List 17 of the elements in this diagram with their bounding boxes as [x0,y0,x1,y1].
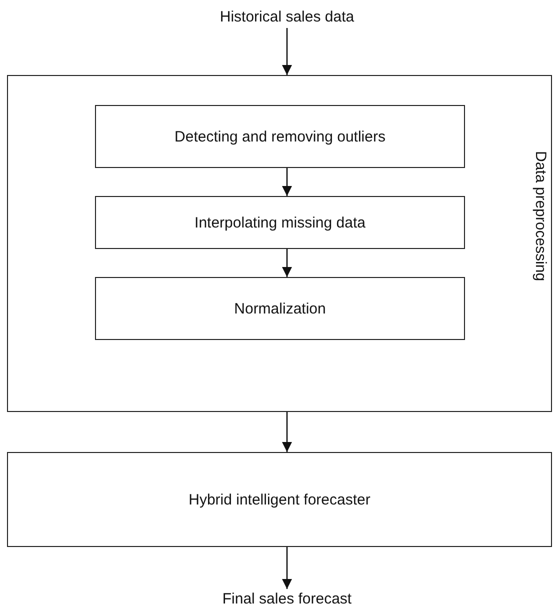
box-label: Normalization [233,300,327,317]
process-box [95,196,465,249]
box-label: Detecting and removing outliers [174,128,386,145]
group-box [7,75,552,412]
arrow [282,168,292,196]
process-box [95,277,465,340]
text-label: Historical sales data [218,8,356,26]
arrow [282,28,292,75]
group-label: Data preprocessing [532,151,549,282]
arrow [282,547,292,589]
arrow [282,412,292,452]
text-label: Final sales forecast [221,590,353,608]
box-label: Hybrid intelligent forecaster [188,491,372,508]
arrow [282,249,292,277]
process-box [95,105,465,168]
box-label: Interpolating missing data [194,214,366,231]
process-box [7,452,552,547]
